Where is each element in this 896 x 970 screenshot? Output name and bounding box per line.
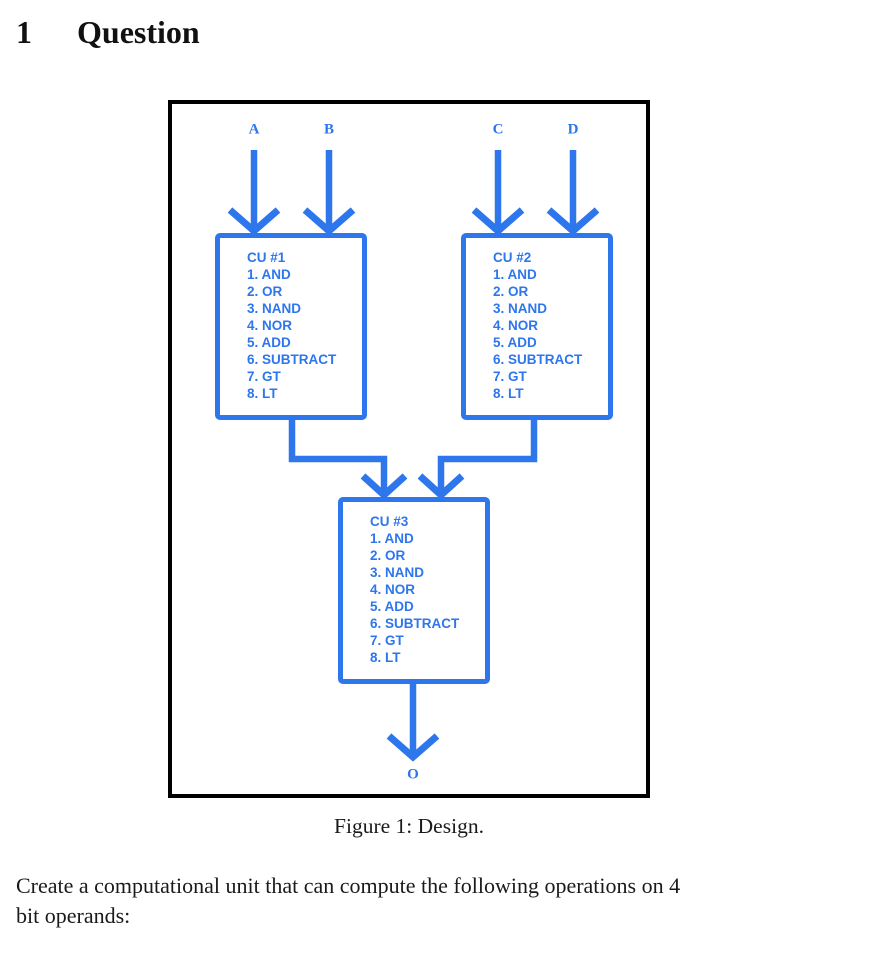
cu1-op: 7. GT [247,369,281,384]
cu3-op: 6. SUBTRACT [370,616,460,631]
arrow-head [360,473,408,500]
connector-wire [437,420,538,492]
cu1-op: 3. NAND [247,301,302,316]
cu1-op: 8. LT [247,386,278,401]
cu2-box: CU #2 1. AND 2. OR 3. NAND 4. NOR 5. ADD… [461,233,613,420]
cu1-op: 1. AND [247,267,291,282]
input-arrow-b [302,150,356,236]
input-label-d: D [567,121,579,138]
figure-panel: A B C D O CU #1 1. AND 2. OR 3. NAND 4. … [168,100,650,798]
connector-wire [288,420,388,492]
cu1-box: CU #1 1. AND 2. OR 3. NAND 4. NOR 5. ADD… [215,233,367,420]
arrow-head [546,207,600,236]
cu1-title: CU #1 [247,250,286,265]
cu2-op: 4. NOR [493,318,539,333]
cu3-op: 3. NAND [370,565,425,580]
input-arrow-d [546,150,600,236]
section-title: Question [77,14,200,50]
section-number: 1 [16,14,32,50]
cu1-op: 6. SUBTRACT [247,352,337,367]
paragraph-line-1: Create a computational unit that can com… [16,873,681,898]
section-heading: 1 Question [16,12,200,52]
output-label-o: O [407,766,419,783]
paragraph-line-2: bit operands: [16,903,131,928]
arrow-head [471,207,525,236]
input-arrow-c [471,150,525,236]
cu3-box: CU #3 1. AND 2. OR 3. NAND 4. NOR 5. ADD… [338,497,490,684]
cu1-op: 4. NOR [247,318,293,333]
input-arrow-a [227,150,281,236]
connector-cu1-cu3 [288,420,408,500]
cu2-op: 8. LT [493,386,524,401]
cu2-op: 1. AND [493,267,537,282]
cu3-op: 7. GT [370,633,404,648]
output-arrow [386,684,440,762]
input-label-a: A [248,121,260,138]
cu3-op: 8. LT [370,650,401,665]
cu2-op: 5. ADD [493,335,537,350]
input-label-c: C [492,121,504,138]
design-diagram: A B C D O CU #1 1. AND 2. OR 3. NAND 4. … [172,104,646,794]
connector-cu2-cu3 [417,420,538,500]
cu3-op: 1. AND [370,531,414,546]
input-label-b: B [323,121,335,138]
body-paragraph: Create a computational unit that can com… [16,871,846,931]
arrow-head [302,207,356,236]
arrow-head [417,473,465,500]
arrow-head [386,733,440,762]
cu3-op: 2. OR [370,548,406,563]
diagram-wires [227,150,600,762]
cu2-op: 6. SUBTRACT [493,352,583,367]
cu3-op: 4. NOR [370,582,416,597]
cu3-op: 5. ADD [370,599,414,614]
cu2-op: 7. GT [493,369,527,384]
cu3-title: CU #3 [370,514,409,529]
cu2-op: 2. OR [493,284,529,299]
figure-caption: Figure 1: Design. [334,814,484,838]
cu2-title: CU #2 [493,250,532,265]
cu1-op: 2. OR [247,284,283,299]
cu2-op: 3. NAND [493,301,548,316]
arrow-head [227,207,281,236]
cu1-op: 5. ADD [247,335,291,350]
